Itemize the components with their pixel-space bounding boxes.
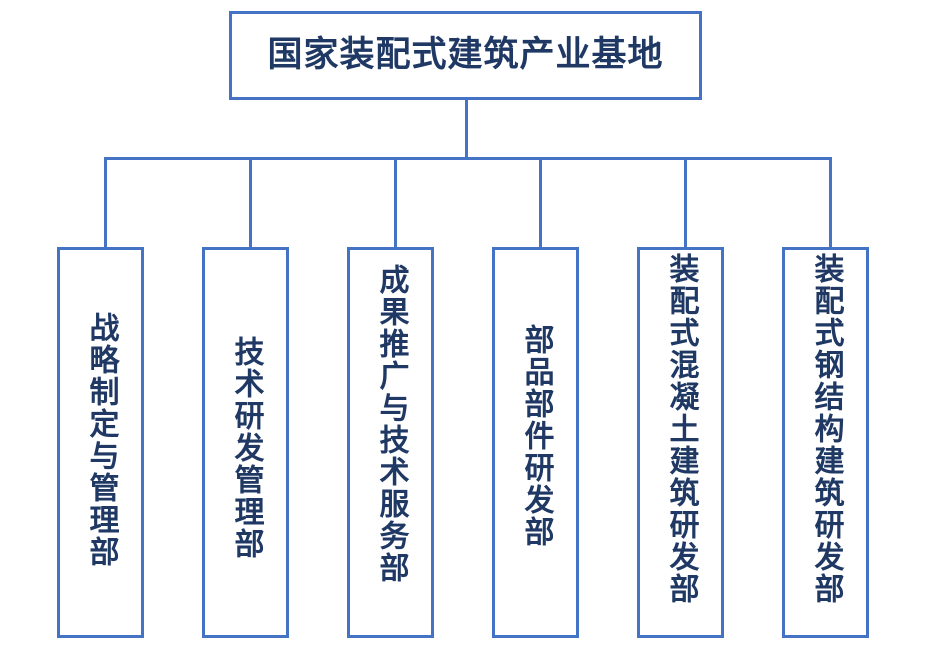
root-node-box[interactable]: 国家装配式建筑产业基地 — [229, 11, 702, 100]
connector-drop-6 — [829, 157, 832, 247]
child-node-label-promotion-service: 成果推广与技术服务部 — [373, 264, 409, 584]
connector-horizontal-bus — [104, 157, 832, 160]
child-node-label-strategy: 战略制定与管理部 — [83, 312, 119, 568]
child-node-box-promotion-service[interactable]: 成果推广与技术服务部 — [347, 247, 434, 638]
child-node-label-components-rd: 部品部件研发部 — [518, 324, 554, 548]
connector-drop-5 — [684, 157, 687, 247]
connector-drop-3 — [394, 157, 397, 247]
child-node-box-components-rd[interactable]: 部品部件研发部 — [492, 247, 579, 638]
child-node-label-steel-building-rd: 装配式钢结构建筑研发部 — [808, 253, 844, 605]
connector-drop-1 — [104, 157, 107, 247]
child-node-label-concrete-building-rd: 装配式混凝土建筑研发部 — [663, 253, 699, 605]
child-node-box-strategy[interactable]: 战略制定与管理部 — [57, 247, 144, 638]
child-node-box-tech-rd-mgmt[interactable]: 技术研发管理部 — [202, 247, 289, 638]
child-node-box-steel-building-rd[interactable]: 装配式钢结构建筑研发部 — [782, 247, 869, 638]
child-node-label-tech-rd-mgmt: 技术研发管理部 — [228, 336, 264, 560]
root-node-label: 国家装配式建筑产业基地 — [267, 35, 664, 75]
child-node-box-concrete-building-rd[interactable]: 装配式混凝土建筑研发部 — [637, 247, 724, 638]
connector-root-stem — [465, 100, 468, 160]
connector-drop-2 — [249, 157, 252, 247]
connector-drop-4 — [539, 157, 542, 247]
